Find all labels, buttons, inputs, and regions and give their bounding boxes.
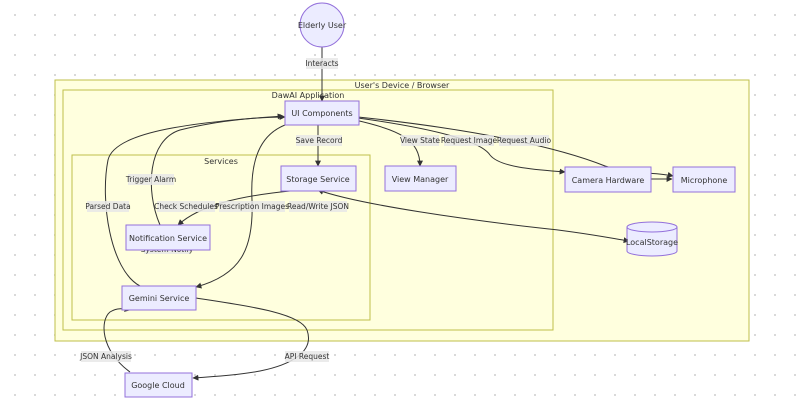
edge-label-prescription-images: Prescription Images — [215, 201, 289, 212]
svg-text:Read/Write JSON: Read/Write JSON — [287, 202, 349, 211]
node-storage-service[interactable]: Storage Service — [280, 165, 357, 192]
edge-label-view-state: View State — [400, 135, 440, 146]
edge-storage-to-localstorage — [317, 188, 630, 244]
edge-label-request-audio: Request Audio — [497, 135, 552, 146]
edge-gemini-to-ui — [104, 113, 284, 287]
edge-label-read-write-json: Read/Write JSON — [287, 201, 349, 212]
node-google-cloud[interactable]: Google Cloud — [124, 372, 193, 398]
svg-text:Request Audio: Request Audio — [497, 136, 552, 145]
node-ui-components[interactable]: UI Components — [284, 100, 360, 126]
edge-label-json-analysis: JSON Analysis — [79, 351, 132, 362]
node-elderly-user[interactable]: Elderly User — [298, 2, 347, 48]
svg-text:JSON Analysis: JSON Analysis — [79, 352, 132, 361]
node-elderly-user-label: Elderly User — [298, 21, 347, 30]
node-camera-hardware-label: Camera Hardware — [572, 176, 645, 185]
svg-text:Save Record: Save Record — [296, 136, 343, 145]
node-localstorage-label: LocalStorage — [626, 238, 678, 247]
svg-text:Check Schedules: Check Schedules — [154, 202, 218, 211]
node-microphone-label: Microphone — [681, 176, 728, 185]
node-view-manager[interactable]: View Manager — [384, 165, 457, 192]
edge-label-save-record: Save Record — [296, 135, 343, 146]
svg-text:Interacts: Interacts — [305, 59, 338, 68]
svg-text:Prescription Images: Prescription Images — [215, 202, 289, 211]
node-view-manager-label: View Manager — [392, 175, 449, 184]
edge-label-check-schedules: Check Schedules — [154, 201, 218, 212]
node-gemini-service[interactable]: Gemini Service — [121, 285, 197, 311]
edge-label-parsed-data: Parsed Data — [85, 201, 131, 212]
svg-text:Trigger Alarm: Trigger Alarm — [125, 175, 176, 184]
node-gemini-service-label: Gemini Service — [129, 294, 190, 303]
edge-ui-to-camera — [357, 117, 566, 175]
svg-text:View State: View State — [400, 136, 440, 145]
svg-text:API Request: API Request — [285, 352, 330, 361]
edge-label-request-image: Request Image — [441, 135, 498, 146]
svg-text:Parsed Data: Parsed Data — [85, 202, 130, 211]
node-localstorage[interactable]: LocalStorage — [626, 221, 678, 257]
edge-label-trigger-alarm: Trigger Alarm — [125, 174, 176, 185]
node-microphone[interactable]: Microphone — [672, 166, 736, 193]
node-camera-hardware[interactable]: Camera Hardware — [564, 166, 652, 193]
svg-text:Request Image: Request Image — [441, 136, 498, 145]
edge-ui-to-gemini — [195, 124, 286, 289]
node-notification-service-label: Notification Service — [129, 234, 207, 243]
cluster-services-label: Services — [204, 157, 238, 166]
node-storage-service-label: Storage Service — [286, 175, 349, 184]
node-notification-service[interactable]: Notification Service — [125, 224, 211, 251]
edge-label-api-request: API Request — [285, 351, 330, 362]
node-google-cloud-label: Google Cloud — [131, 381, 185, 390]
cluster-dawai-application-label: DawAI Application — [272, 91, 345, 100]
node-ui-components-label: UI Components — [291, 109, 352, 118]
cluster-users-device-label: User's Device / Browser — [355, 81, 450, 90]
edge-gemini-to-googlecloud — [192, 297, 309, 381]
edge-label-interacts: Interacts — [305, 58, 339, 69]
